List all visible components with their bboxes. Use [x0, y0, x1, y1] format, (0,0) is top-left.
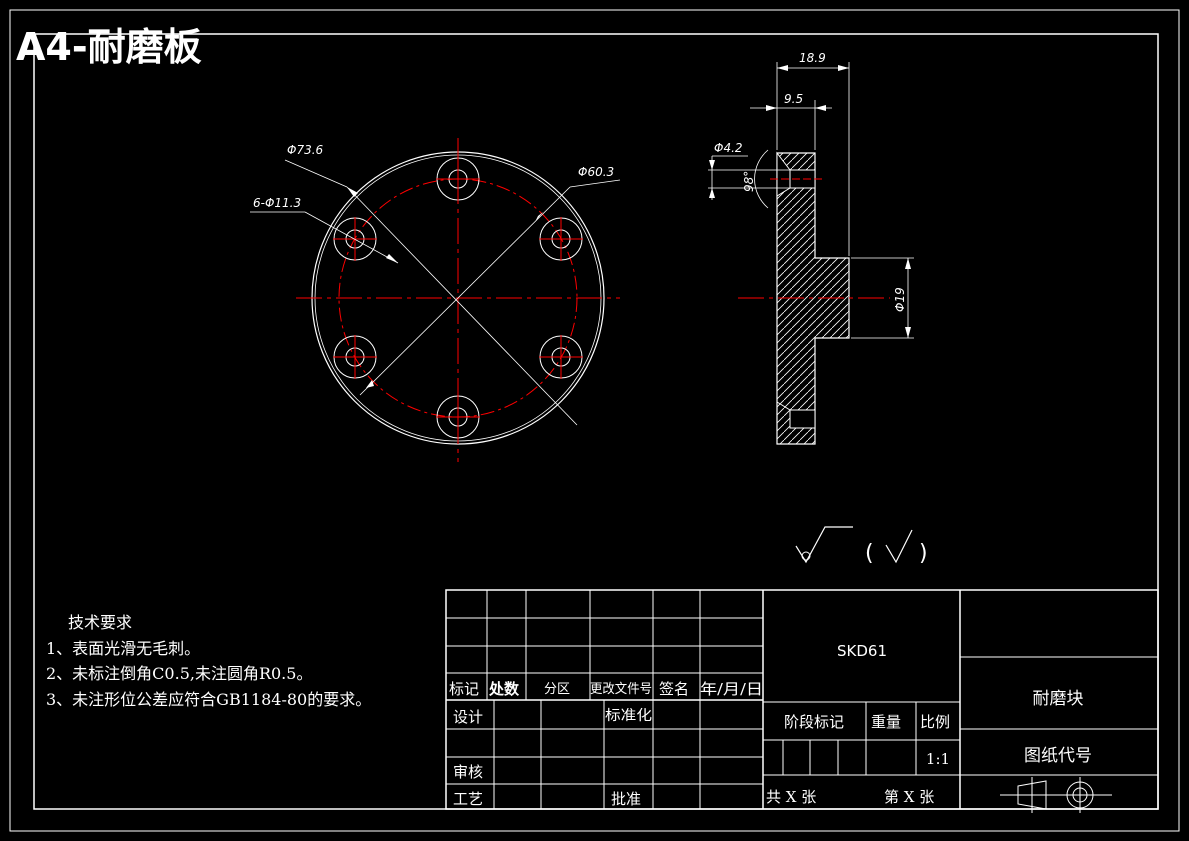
material-value: SKD61	[837, 642, 887, 660]
label-change-doc: 更改文件号	[590, 682, 652, 697]
projection-symbol-icon	[1000, 777, 1112, 813]
surface-finish-paren-open: (	[865, 541, 874, 566]
hole-lower-left	[333, 335, 377, 379]
outer-dia-label: Φ73.6	[287, 143, 324, 157]
label-weight: 重量	[871, 713, 901, 731]
tech-req-heading: 技术要求	[68, 613, 132, 632]
total-sheets: 共 X 张	[766, 788, 816, 806]
pitch-dia-label: Φ60.3	[578, 165, 614, 179]
tech-req-item-3: 3、未注形位公差应符合GB1184-80的要求。	[46, 690, 371, 709]
drawing-code-label: 图纸代号	[1024, 746, 1092, 766]
label-mark: 标记	[449, 680, 479, 698]
part-name: 耐磨块	[1033, 689, 1084, 709]
surface-finish-paren-close: )	[919, 541, 928, 566]
hole-top	[436, 157, 480, 201]
label-review: 审核	[453, 763, 483, 781]
counterbore-dia-label: Φ4.2	[714, 141, 743, 155]
front-view: Φ73.6 Φ60.3 6-Φ11.3	[250, 138, 621, 462]
outer-border	[9, 9, 1180, 832]
hole-lower-right	[539, 335, 583, 379]
label-date: 年/月/日	[700, 680, 763, 698]
tech-req-item-1: 1、表面光滑无毛刺。	[46, 639, 200, 658]
outer-dia-dim-line	[346, 186, 578, 426]
hole-bottom	[436, 395, 480, 439]
surface-finish-symbol: ( )	[795, 526, 928, 566]
technical-requirements: 技术要求 1、表面光滑无毛刺。 2、未标注倒角C0.5,未注圆角R0.5。 3、…	[46, 613, 371, 709]
label-sign: 签名	[659, 680, 689, 698]
scale-value: 1:1	[926, 750, 950, 768]
hub-dia-label: Φ19	[893, 287, 907, 312]
label-standardize: 标准化	[605, 708, 652, 724]
label-approve: 批准	[611, 790, 641, 808]
sheet-number: 第 X 张	[884, 788, 934, 806]
countersink-angle-label: 98°	[742, 171, 756, 192]
pitch-dia-dim-line	[359, 186, 571, 396]
hole-upper-right	[539, 217, 583, 261]
total-width-label: 18.9	[799, 51, 826, 65]
drawing-title: A4-耐磨板	[16, 25, 202, 69]
label-design: 设计	[453, 708, 483, 726]
label-stage-mark: 阶段标记	[784, 713, 844, 731]
flange-width-label: 9.5	[784, 92, 803, 106]
holes-label: 6-Φ11.3	[253, 196, 301, 210]
label-zone: 分区	[544, 682, 570, 697]
bolt-holes	[333, 157, 583, 439]
label-scale: 比例	[920, 713, 950, 731]
label-count: 处数	[488, 680, 520, 698]
side-section-view: 18.9 9.5 Φ4.2 98° Φ19	[708, 51, 914, 445]
title-block	[445, 589, 1159, 810]
label-process: 工艺	[453, 790, 483, 808]
title-block-text: 标记 处数 分区 更改文件号 签名 年/月/日 设计 标准化 审核 工艺 批准 …	[449, 642, 1092, 808]
tech-req-item-2: 2、未标注倒角C0.5,未注圆角R0.5。	[46, 664, 312, 683]
holes-leader	[304, 211, 399, 264]
